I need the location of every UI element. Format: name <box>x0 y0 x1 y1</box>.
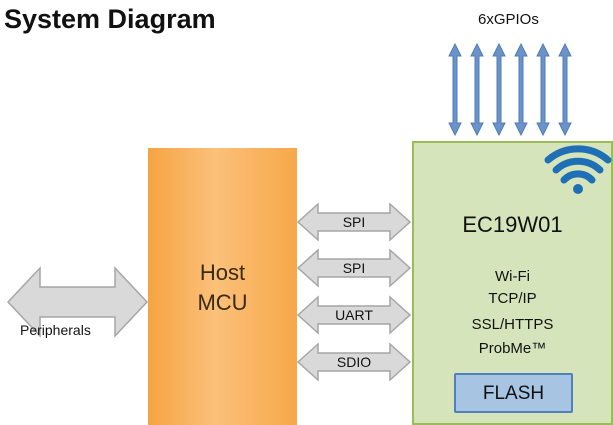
host-mcu-label: Host MCU <box>148 258 297 318</box>
feature-ssl: SSL/HTTPS <box>471 316 554 333</box>
host-label-line2: MCU <box>197 290 248 315</box>
feature-probme: ProbMe™ <box>478 340 547 357</box>
bus-arrow-uart <box>296 295 412 335</box>
feature-wifi: Wi-Fi <box>495 268 530 285</box>
flash-block <box>454 373 573 413</box>
host-label-line1: Host <box>199 260 246 285</box>
bus-label-sdio: SDIO <box>336 354 372 370</box>
feature-tcpip: TCP/IP <box>488 290 537 307</box>
bus-label-uart: UART <box>335 307 373 323</box>
gpio-arrow <box>448 42 462 137</box>
diagram-title: System Diagram <box>4 4 216 34</box>
gpio-arrow <box>514 42 528 137</box>
gpio-arrow <box>470 42 484 137</box>
peripherals-arrow <box>6 266 149 338</box>
peripherals-label: Peripherals <box>20 322 91 338</box>
bus-label-spi-2: SPI <box>342 260 366 276</box>
wifi-icon <box>544 145 612 194</box>
flash-label: FLASH <box>482 383 545 404</box>
bus-label-spi-1: SPI <box>342 214 366 230</box>
host-mcu-block <box>148 148 297 425</box>
gpio-arrow <box>492 42 506 137</box>
bus-arrow-spi-1 <box>296 202 412 242</box>
bus-arrow-spi-2 <box>296 248 412 288</box>
gpio-arrows <box>448 42 572 137</box>
gpio-arrow <box>536 42 550 137</box>
module-name: EC19W01 <box>462 212 563 237</box>
gpio-label: 6xGPIOs <box>478 11 539 28</box>
bus-arrow-sdio <box>296 342 412 382</box>
gpio-arrow <box>558 42 572 137</box>
